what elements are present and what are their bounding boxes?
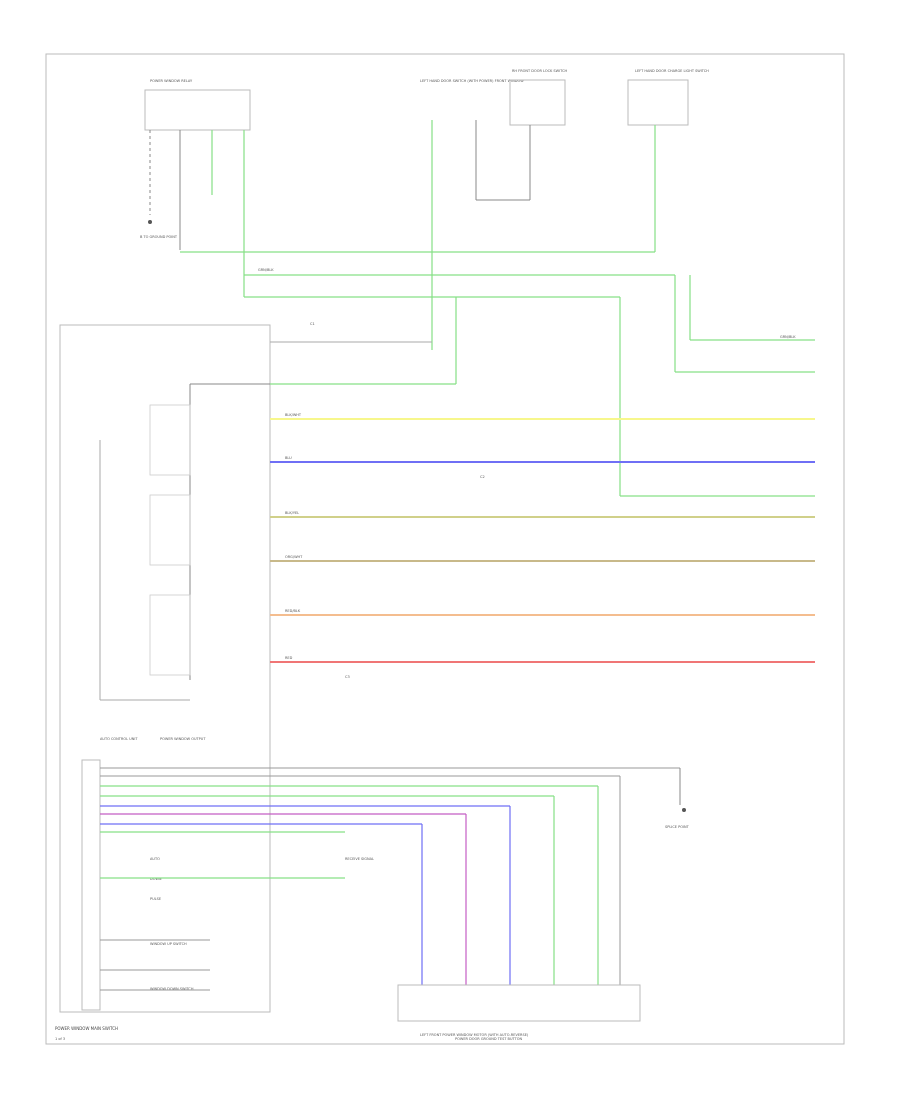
lower-label-4: PULSE <box>150 897 161 901</box>
relay-label: POWER WINDOW RELAY <box>150 79 193 83</box>
green-wire-label: GRN/BLK <box>258 268 274 272</box>
power-window-relay: POWER WINDOW RELAY B TO GROUND POINT <box>140 79 251 297</box>
wire-6-label: RED <box>285 656 293 660</box>
wire-3-label: BLK/YEL <box>285 511 299 515</box>
lower-label-5: WINDOW UP SWITCH <box>150 942 187 946</box>
left-door-label: LEFT HAND DOOR SWITCH (WITH POWER) FRONT… <box>420 79 524 83</box>
page-code: 1 of 3 <box>55 1037 65 1041</box>
connector-label-2: C2 <box>480 475 485 479</box>
fuse-label: POWER DOOR GROUND TEST BUTTON <box>455 1037 522 1041</box>
wire-5-label: RED/BLK <box>285 609 301 613</box>
switch-blocks <box>99 404 191 701</box>
lower-label-1: POWER WINDOW OUTPUT <box>160 737 206 741</box>
wire-4-label: ORG/WHT <box>285 555 303 559</box>
gray-wire-label: GRN/BLK <box>780 335 796 339</box>
outer-frame <box>45 53 845 1045</box>
door-hl-label: LEFT HAND DOOR CHARGE LIGHT SWITCH <box>635 69 709 73</box>
wire-1-label: BLK/WHT <box>285 413 302 417</box>
lower-label-7: RECEIVE SIGNAL <box>345 857 374 861</box>
ground-label: B TO GROUND POINT <box>140 235 178 239</box>
rh-door-lock-switch: RH FRONT DOOR LOCK SWITCH <box>509 69 568 200</box>
motor-label: LEFT FRONT POWER WINDOW MOTOR (WITH AUTO… <box>420 1033 529 1037</box>
left-door-switch: LEFT HAND DOOR SWITCH (WITH POWER) FRONT… <box>420 79 530 350</box>
wire-2-label: BLU <box>285 456 292 460</box>
colored-wires: BLK/WHT BLU BLK/YEL ORG/WHT RED/BLK RED <box>270 413 815 663</box>
lower-section: AUTO CONTROL UNIT POWER WINDOW OUTPUT AU… <box>81 737 690 1041</box>
green-distribution: GRN/BLK GRN/BLK <box>180 251 815 497</box>
door-switch-label: RH FRONT DOOR LOCK SWITCH <box>512 69 568 73</box>
ground2-label: SPLICE POINT <box>665 825 690 829</box>
main-switch-panel <box>59 324 271 1013</box>
lower-label-0: AUTO CONTROL UNIT <box>100 737 138 741</box>
connector-label-1: C1 <box>310 322 315 326</box>
connector-label-3: C3 <box>345 675 350 679</box>
lower-label-6: WINDOW DOWN SWITCH <box>150 987 194 991</box>
lower-label-2: AUTO <box>150 857 160 861</box>
door-charge-light-switch: LEFT HAND DOOR CHARGE LIGHT SWITCH <box>627 69 709 252</box>
lower-label-3: DOWN <box>150 877 162 881</box>
panel-label: POWER WINDOW MAIN SWITCH <box>55 1026 118 1031</box>
